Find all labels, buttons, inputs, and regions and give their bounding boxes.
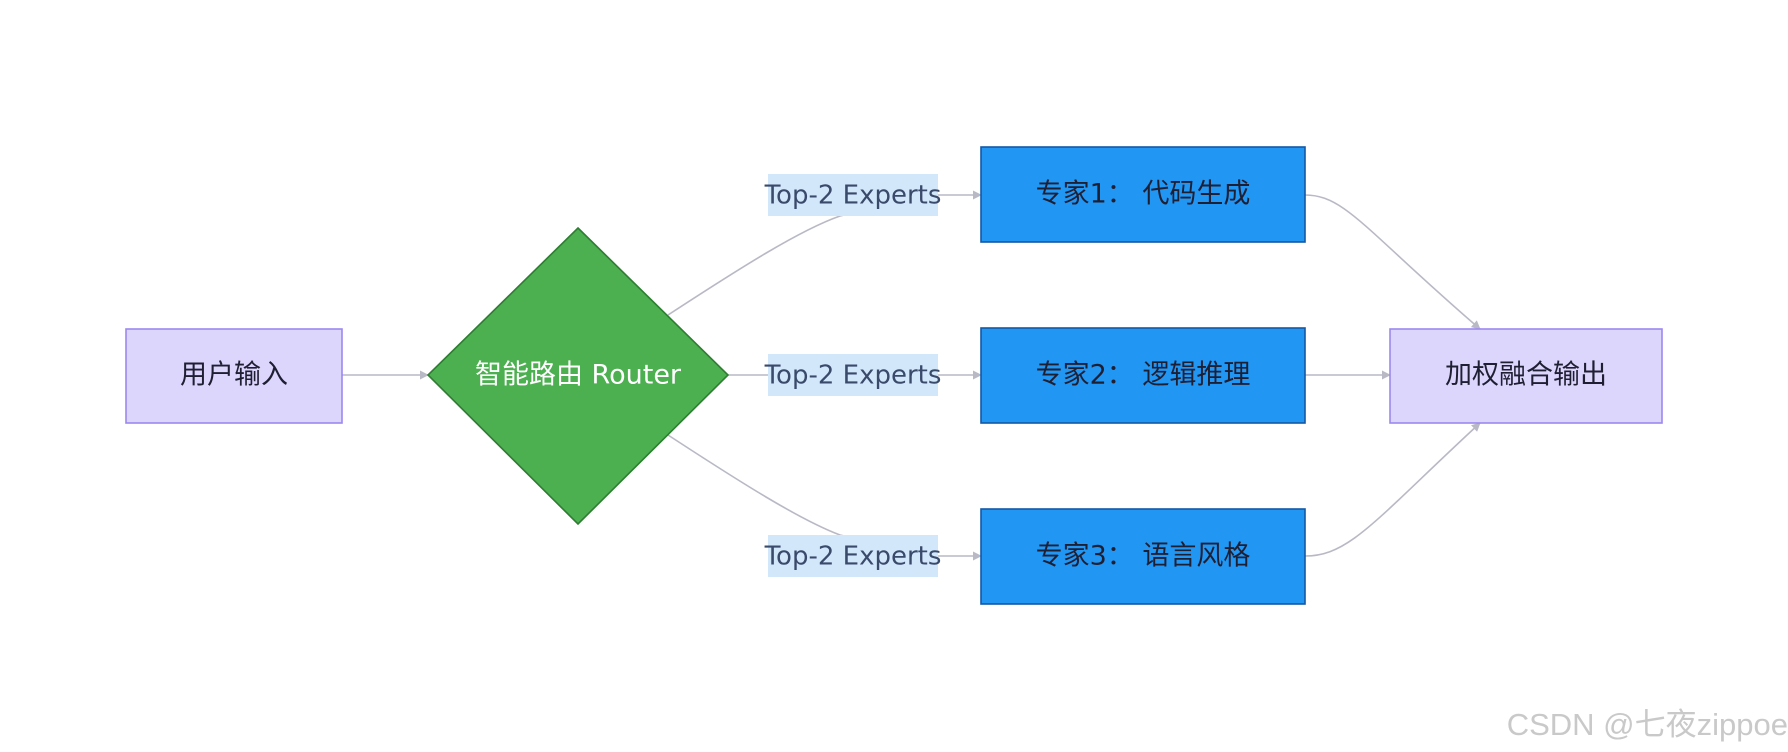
node-weighted-output-label: 加权融合输出 — [1445, 360, 1607, 391]
node-expert-2: 专家2： 逻辑推理 — [980, 327, 1306, 424]
node-expert-1: 专家1： 代码生成 — [980, 146, 1306, 243]
edge-label-route-1-text: Top-2 Experts — [764, 181, 942, 211]
node-expert-3-label: 专家3： 语言风格 — [1036, 541, 1251, 572]
node-weighted-output: 加权融合输出 — [1389, 328, 1663, 424]
node-user-input-label: 用户输入 — [180, 360, 288, 391]
node-router: 智能路由 Router — [426, 226, 730, 526]
node-user-input: 用户输入 — [125, 328, 343, 424]
edge-expert3-to-output — [1304, 422, 1481, 557]
watermark: CSDN @七夜zippoe — [1506, 707, 1788, 742]
edge-label-route-3: Top-2 Experts — [764, 535, 942, 577]
node-expert-3: 专家3： 语言风格 — [980, 508, 1306, 605]
edge-label-route-2: Top-2 Experts — [764, 354, 942, 396]
node-router-label: 智能路由 Router — [475, 360, 682, 391]
edge-label-route-1: Top-2 Experts — [764, 174, 942, 216]
node-expert-1-label: 专家1： 代码生成 — [1036, 179, 1251, 210]
edge-router-to-expert3 — [667, 434, 982, 561]
edge-label-route-3-text: Top-2 Experts — [764, 542, 942, 572]
edge-router-to-expert1 — [667, 190, 982, 316]
node-expert-2-label: 专家2： 逻辑推理 — [1036, 360, 1251, 391]
edge-expert1-to-output — [1304, 194, 1481, 330]
edge-label-route-2-text: Top-2 Experts — [764, 361, 942, 391]
